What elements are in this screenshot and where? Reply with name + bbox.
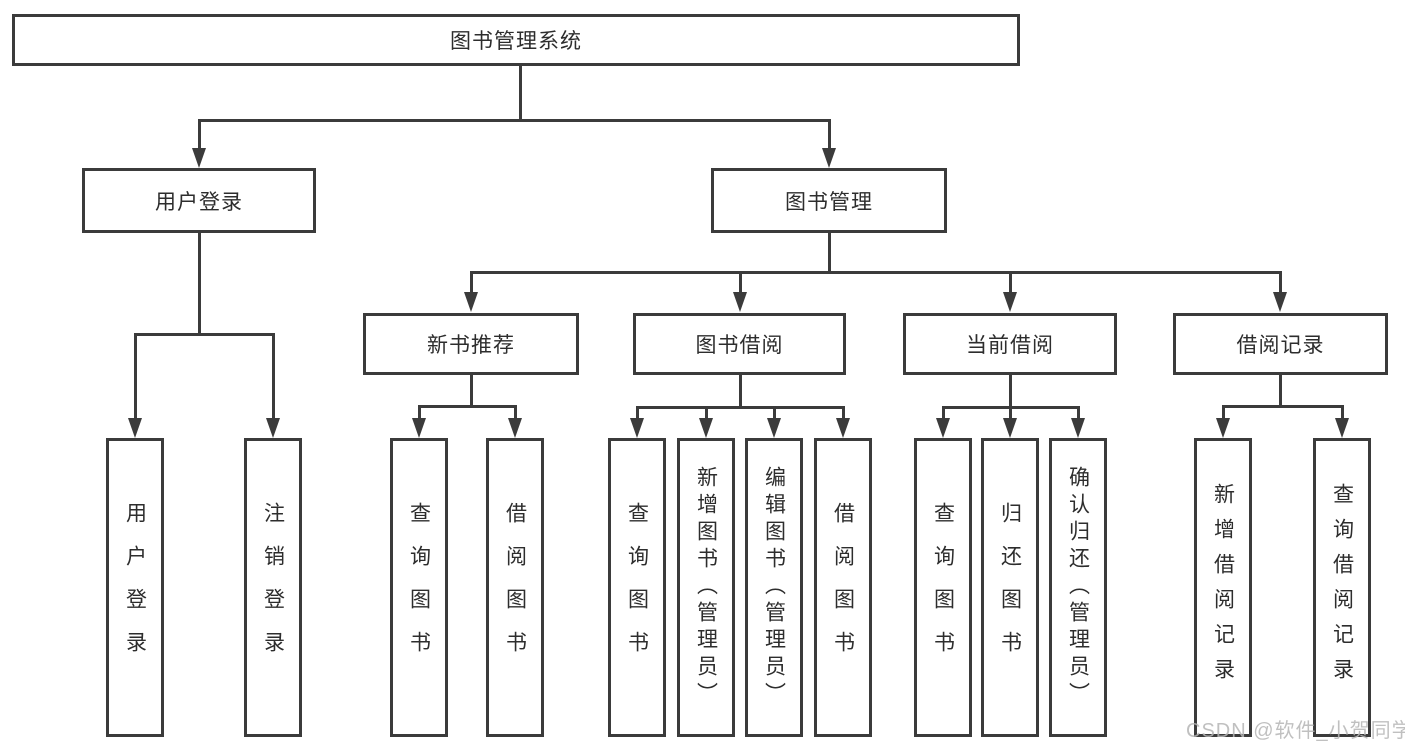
arrowhead-icon bbox=[508, 418, 522, 438]
leaf-label: 新增图书（管理员） bbox=[694, 466, 718, 709]
connector-line bbox=[198, 119, 831, 122]
connector-line bbox=[1222, 405, 1344, 408]
node-current-borrowing: 当前借阅 bbox=[903, 313, 1117, 375]
arrowhead-icon bbox=[836, 418, 850, 438]
node-library-management-system: 图书管理系统 bbox=[12, 14, 1020, 66]
arrowhead-icon bbox=[630, 418, 644, 438]
connector-line bbox=[1222, 405, 1225, 420]
arrowhead-icon bbox=[412, 418, 426, 438]
arrowhead-icon bbox=[767, 418, 781, 438]
node-label: 新书推荐 bbox=[427, 334, 515, 357]
connector-line bbox=[739, 271, 742, 295]
leaf-add-borrow-record: 新增借阅记录 bbox=[1194, 438, 1252, 737]
watermark: CSDN @软件_小贺同学 bbox=[1186, 720, 1405, 742]
connector-line bbox=[134, 333, 137, 421]
connector-line bbox=[1009, 406, 1012, 420]
node-label: 当前借阅 bbox=[966, 334, 1054, 357]
node-user-login: 用户登录 bbox=[82, 168, 316, 233]
connector-line bbox=[470, 271, 1282, 274]
connector-line bbox=[198, 119, 201, 151]
node-label: 图书管理 bbox=[785, 190, 873, 214]
connector-line bbox=[842, 406, 845, 420]
node-new-book-recommend: 新书推荐 bbox=[363, 313, 579, 375]
arrowhead-icon bbox=[192, 148, 206, 168]
connector-line bbox=[519, 66, 522, 121]
node-book-borrowing: 图书借阅 bbox=[633, 313, 846, 375]
leaf-label: 用户登录 bbox=[123, 501, 147, 674]
leaf-label: 归还图书 bbox=[998, 501, 1022, 674]
leaf-label: 编辑图书（管理员） bbox=[762, 466, 786, 709]
leaf-label: 借阅图书 bbox=[503, 501, 527, 674]
arrowhead-icon bbox=[1003, 418, 1017, 438]
leaf-query-books-borrowing: 查询图书 bbox=[608, 438, 666, 737]
connector-line bbox=[198, 233, 201, 336]
arrowhead-icon bbox=[1003, 292, 1017, 312]
leaf-query-books-recommend: 查询图书 bbox=[390, 438, 448, 737]
arrowhead-icon bbox=[1216, 418, 1230, 438]
connector-line bbox=[1077, 406, 1080, 420]
leaf-logout: 注销登录 bbox=[244, 438, 302, 737]
arrowhead-icon bbox=[128, 418, 142, 438]
node-label: 借阅记录 bbox=[1236, 334, 1325, 357]
connector-line bbox=[1279, 271, 1282, 295]
leaf-label: 查询图书 bbox=[625, 501, 649, 674]
connector-line bbox=[1009, 271, 1012, 295]
leaf-confirm-return-admin: 确认归还（管理员） bbox=[1049, 438, 1107, 737]
connector-line bbox=[942, 406, 945, 420]
connector-line bbox=[272, 333, 275, 421]
connector-line bbox=[134, 333, 275, 336]
node-book-management: 图书管理 bbox=[711, 168, 947, 233]
leaf-query-books-current: 查询图书 bbox=[914, 438, 972, 737]
connector-line bbox=[470, 271, 473, 295]
leaf-edit-books-admin: 编辑图书（管理员） bbox=[745, 438, 803, 737]
connector-line bbox=[1009, 375, 1012, 409]
leaf-borrow-books-recommend: 借阅图书 bbox=[486, 438, 544, 737]
leaf-user-login: 用户登录 bbox=[106, 438, 164, 737]
leaf-label: 新增借阅记录 bbox=[1211, 482, 1235, 693]
leaf-label: 查询借阅记录 bbox=[1330, 482, 1354, 693]
leaf-label: 查询图书 bbox=[931, 501, 955, 674]
leaf-return-books: 归还图书 bbox=[981, 438, 1039, 737]
node-label: 图书借阅 bbox=[695, 334, 784, 357]
leaf-label: 查询图书 bbox=[407, 501, 431, 674]
connector-line bbox=[636, 406, 845, 409]
arrowhead-icon bbox=[1335, 418, 1349, 438]
connector-line bbox=[828, 119, 831, 151]
connector-line bbox=[773, 406, 776, 420]
arrowhead-icon bbox=[822, 148, 836, 168]
connector-line bbox=[514, 405, 517, 420]
connector-line bbox=[1341, 405, 1344, 420]
leaf-label: 注销登录 bbox=[261, 501, 285, 674]
leaf-label: 确认归还（管理员） bbox=[1066, 466, 1090, 709]
connector-line bbox=[418, 405, 517, 408]
arrowhead-icon bbox=[464, 292, 478, 312]
arrowhead-icon bbox=[1071, 418, 1085, 438]
leaf-borrow-books: 借阅图书 bbox=[814, 438, 872, 737]
connector-line bbox=[636, 406, 639, 420]
leaf-query-borrow-record: 查询借阅记录 bbox=[1313, 438, 1371, 737]
node-label: 用户登录 bbox=[155, 190, 243, 214]
arrowhead-icon bbox=[1273, 292, 1287, 312]
leaf-add-books-admin: 新增图书（管理员） bbox=[677, 438, 735, 737]
arrowhead-icon bbox=[266, 418, 280, 438]
node-borrowing-records: 借阅记录 bbox=[1173, 313, 1388, 375]
arrowhead-icon bbox=[936, 418, 950, 438]
arrowhead-icon bbox=[699, 418, 713, 438]
connector-line bbox=[705, 406, 708, 420]
connector-line bbox=[470, 375, 473, 408]
arrowhead-icon bbox=[733, 292, 747, 312]
leaf-label: 借阅图书 bbox=[831, 501, 855, 674]
connector-line bbox=[739, 375, 742, 409]
node-label: 图书管理系统 bbox=[450, 30, 582, 53]
connector-line bbox=[1279, 375, 1282, 408]
connector-line bbox=[418, 405, 421, 420]
connector-line bbox=[828, 233, 831, 274]
